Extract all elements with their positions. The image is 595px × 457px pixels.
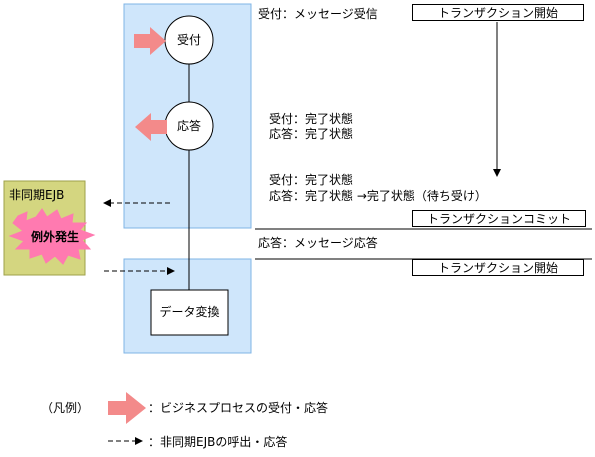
explosion-burst-icon	[8, 208, 96, 265]
state-annotation-1b: 応答：完了状態	[269, 127, 354, 141]
exception-label: 例外発生	[31, 230, 80, 244]
data-conversion-node	[150, 289, 229, 336]
receive-node	[164, 15, 214, 65]
state-annotation-2b: 応答：完了状態 →完了状態（待ち受け）	[269, 189, 487, 203]
block-arrow-left-icon	[135, 113, 167, 141]
async-ejb-label: 非同期EJB	[9, 188, 65, 202]
state-annotation-2a: 受付：完了状態	[269, 173, 354, 187]
respond-message-annotation: 応答：メッセージ応答	[258, 236, 378, 250]
respond-node-label: 応答	[176, 119, 201, 133]
block-arrow-right-icon	[134, 27, 166, 55]
receive-node-label: 受付	[176, 33, 201, 47]
transaction-start-box: トランザクション開始	[412, 4, 584, 21]
data-conversion-label: データ変換	[159, 305, 220, 319]
legend-process-description: ：ビジネスプロセスの受付・応答	[148, 401, 329, 415]
transaction-restart-box: トランザクション開始	[412, 259, 584, 276]
legend-title: （凡例）	[41, 401, 90, 415]
transaction-commit-box: トランザクションコミット	[412, 210, 586, 227]
state-annotation-1a: 受付：完了状態	[269, 112, 354, 126]
legend-async-description: ：非同期EJBの呼出・応答	[148, 435, 288, 449]
receive-message-annotation: 受付：メッセージ受信	[258, 7, 378, 21]
legend-block-arrow-icon	[108, 392, 146, 424]
